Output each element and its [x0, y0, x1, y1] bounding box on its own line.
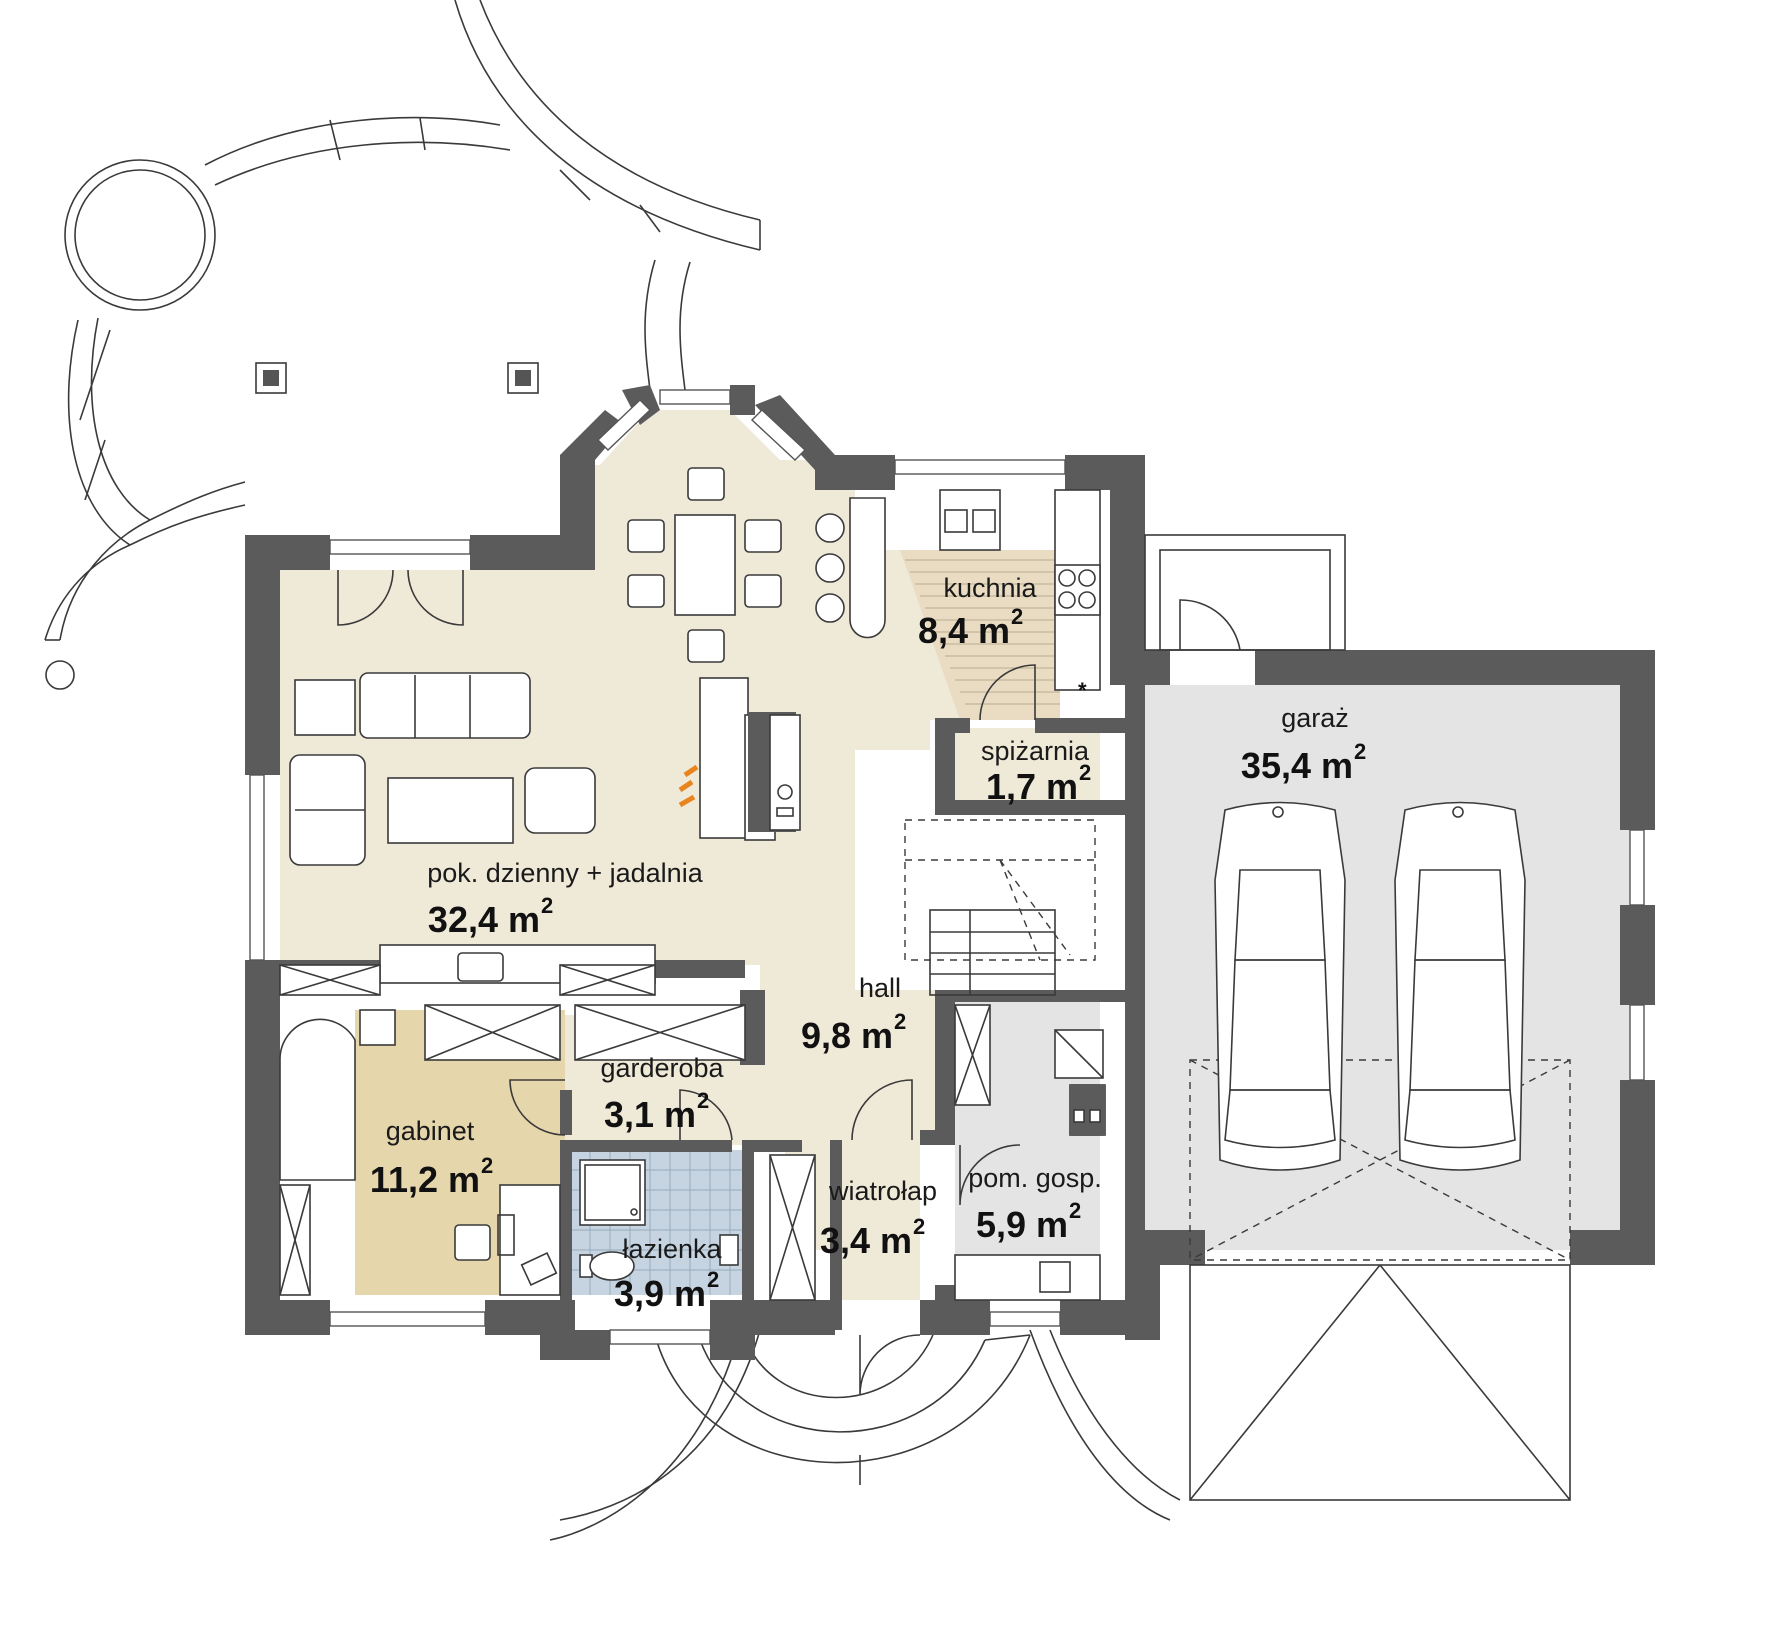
car-left: [1214, 801, 1346, 1171]
room-area: 32,4 m: [428, 899, 540, 940]
room-name: garderoba: [600, 1053, 724, 1083]
pantry-floor: [955, 728, 1100, 808]
garage-driveway: [1189, 1264, 1571, 1501]
hall-floor: [565, 1015, 940, 1300]
walls: [245, 385, 1655, 1360]
kitchen-floor-hatch: [905, 559, 1060, 705]
windows: [249, 389, 1645, 1345]
room-label-living: pok. dzienny + jadalnia 32,4 m 2: [427, 858, 703, 940]
room-name: gabinet: [386, 1116, 475, 1146]
doors: [337, 534, 1571, 1396]
room-area: 1,7 m: [986, 766, 1078, 807]
room-area: 9,8 m: [801, 1015, 893, 1056]
room-area: 8,4 m: [918, 610, 1010, 651]
room-label-hall: hall 9,8 m 2: [801, 973, 906, 1056]
room-area: 3,9 m: [614, 1273, 706, 1314]
room-label-wardrobe: garderoba 3,1 m 2: [600, 1053, 724, 1135]
area-superscript: 2: [1354, 739, 1366, 764]
kitchen-tiles: [900, 550, 1060, 720]
room-name: spiżarnia: [981, 736, 1090, 766]
room-name: kuchnia: [943, 573, 1037, 603]
area-superscript: 2: [697, 1088, 709, 1113]
room-label-utility: pom. gosp. 5,9 m 2: [968, 1163, 1102, 1245]
room-name: łazienka: [622, 1234, 722, 1264]
room-label-pantry: spiżarnia 1,7 m 2: [981, 736, 1091, 807]
area-superscript: 2: [894, 1009, 906, 1034]
room-name: garaż: [1281, 703, 1349, 733]
room-area: 3,4 m: [820, 1220, 912, 1261]
sofa-set: [279, 672, 656, 996]
dining-set: [627, 467, 782, 663]
room-label-bathroom: łazienka 3,9 m 2: [614, 1234, 723, 1314]
kitchen-island: *: [815, 489, 1101, 703]
room-label-kitchen: kuchnia 8,4 m 2: [918, 573, 1038, 651]
room-label-study: gabinet 11,2 m 2: [370, 1116, 493, 1200]
area-superscript: 2: [481, 1153, 493, 1178]
terrace-paving: [44, 0, 761, 690]
vestibule-wardrobe: [769, 1154, 816, 1301]
room-label-garage: garaż 35,4 m 2: [1241, 703, 1366, 786]
utility-fixtures: [954, 1004, 1106, 1301]
area-superscript: 2: [1079, 760, 1091, 785]
entrance-steps: [549, 1329, 1181, 1541]
area-superscript: 2: [1069, 1198, 1081, 1223]
bathroom-fixtures: [579, 1159, 739, 1281]
room-area: 5,9 m: [976, 1204, 1068, 1245]
room-name: wiatrołap: [828, 1176, 937, 1206]
room-area: 35,4 m: [1241, 745, 1353, 786]
area-superscript: 2: [913, 1214, 925, 1239]
room-area: 11,2 m: [370, 1159, 480, 1200]
room-area: 3,1 m: [604, 1094, 696, 1135]
svg-text:*: *: [1078, 678, 1087, 703]
staircase: [904, 819, 1096, 996]
room-name: pom. gosp.: [968, 1163, 1102, 1193]
fireplace: [678, 677, 801, 841]
room-name: pok. dzienny + jadalnia: [427, 858, 703, 888]
area-superscript: 2: [541, 893, 553, 918]
living-floor: [280, 410, 940, 1015]
room-label-vestibule: wiatrołap 3,4 m 2: [820, 1176, 937, 1261]
garden-lamp-left: [255, 362, 287, 394]
area-superscript: 2: [707, 1267, 719, 1292]
study-furniture: [279, 1004, 746, 1296]
area-superscript: 2: [1011, 604, 1023, 629]
room-name: hall: [859, 973, 901, 1003]
garden-lamp-right: [507, 362, 539, 394]
car-right: [1394, 801, 1526, 1171]
